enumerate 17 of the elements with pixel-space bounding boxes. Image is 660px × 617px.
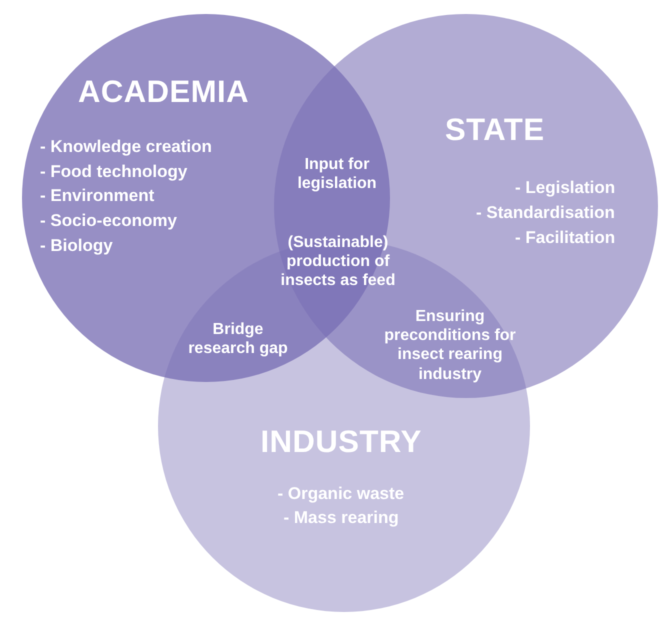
list-item: - Standardisation: [476, 203, 615, 223]
list-item: - Environment: [40, 186, 154, 206]
overlap-label: Bridge research gap: [185, 320, 291, 358]
circle-heading: INDUSTRY: [260, 424, 422, 460]
overlap-label: Input for legislation: [287, 155, 387, 194]
list-item: - Socio-economy: [40, 211, 177, 231]
list-item: - Legislation: [515, 178, 616, 198]
list-item: - Knowledge creation: [40, 137, 212, 157]
list-item: - Organic waste: [278, 484, 404, 504]
overlap-label: Ensuring preconditions for insect rearing industry: [375, 307, 525, 384]
list-item: - Biology: [40, 236, 113, 256]
list-item: - Food technology: [40, 162, 188, 182]
list-item: - Mass rearing: [284, 508, 399, 528]
list-item: - Facilitation: [515, 228, 616, 248]
circle-heading: ACADEMIA: [78, 74, 250, 110]
overlap-label: (Sustainable) production of insects as feed: [276, 233, 400, 291]
circle-heading: STATE: [445, 112, 545, 148]
